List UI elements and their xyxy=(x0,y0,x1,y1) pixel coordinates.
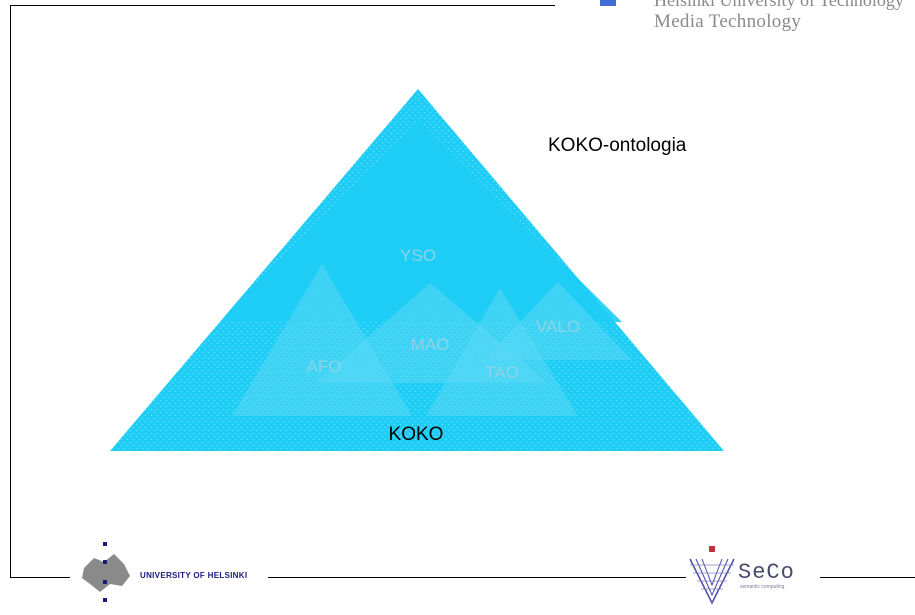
seco-logo xyxy=(688,545,820,607)
institution-name: Helsinki University of Technology xyxy=(654,0,904,10)
label-koko-ontologia: KOKO-ontologia xyxy=(548,135,687,156)
label-koko-base: KOKO xyxy=(389,424,444,445)
slide-frame-top xyxy=(10,5,555,6)
valo-triangle xyxy=(484,282,632,360)
institution-department: Media Technology xyxy=(654,11,802,32)
slide-frame-left xyxy=(10,5,11,577)
university-of-helsinki-wordmark: UNIVERSITY OF HELSINKI xyxy=(140,571,248,580)
institution-logo-square xyxy=(600,0,616,6)
institution-header: Helsinki University of Technology Media … xyxy=(600,0,915,40)
footer-rule-middle xyxy=(268,577,686,578)
seco-tagline: semantic computing xyxy=(740,584,785,590)
label-afo: AFO xyxy=(307,357,342,376)
footer-rule-right xyxy=(820,577,915,578)
footer-rule-left xyxy=(10,577,70,578)
label-tao: TAO xyxy=(485,363,519,382)
uh-emblem-icon xyxy=(82,542,130,602)
seco-emblem-icon xyxy=(689,546,735,605)
label-yso: YSO xyxy=(400,246,436,265)
university-of-helsinki-logo xyxy=(70,540,260,610)
label-valo: VALO xyxy=(536,317,580,336)
seco-wordmark: SeCo xyxy=(738,560,795,585)
label-mao: MAO xyxy=(411,335,450,354)
